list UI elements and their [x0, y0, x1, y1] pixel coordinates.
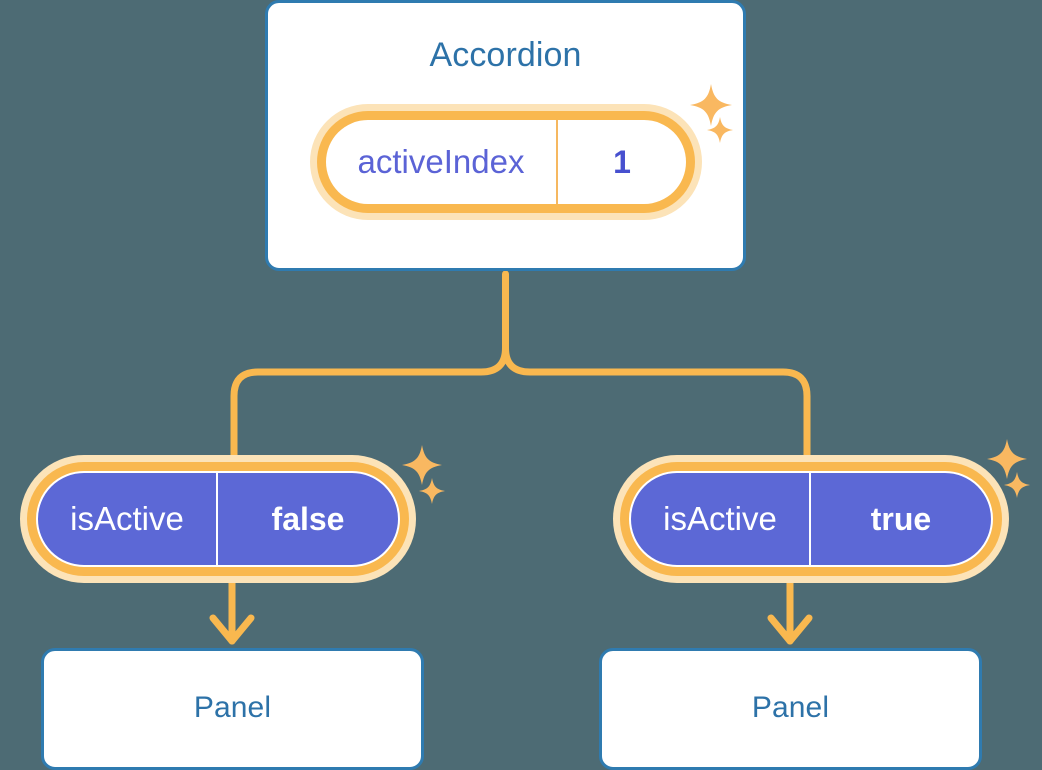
- panel-title: Panel: [193, 691, 272, 724]
- state-key-label: activeIndex: [326, 120, 558, 204]
- state-pill-activeindex[interactable]: activeIndex 1: [310, 104, 702, 220]
- sparkle-icon: [400, 443, 444, 487]
- component-card-panel-left[interactable]: Panel: [41, 648, 424, 770]
- state-pill-isactive-false[interactable]: isActive false: [20, 455, 416, 583]
- connector-branch-left: [230, 344, 509, 459]
- state-pill-isactive-true[interactable]: isActive true: [613, 455, 1009, 583]
- state-key-label: isActive: [631, 473, 811, 565]
- page-title: Accordion: [429, 36, 582, 74]
- sparkle-small-icon: [418, 477, 446, 505]
- state-value-label: false: [271, 500, 345, 537]
- pill-body: isActive false: [36, 471, 400, 567]
- state-value-label: true: [870, 500, 932, 537]
- pill-body: activeIndex 1: [326, 120, 686, 204]
- pill-body: isActive true: [629, 471, 993, 567]
- sparkle-small-icon: [1003, 471, 1031, 499]
- connector-branch-right: [502, 344, 811, 459]
- state-value-label: 1: [613, 143, 631, 180]
- state-key-label: isActive: [38, 473, 218, 565]
- panel-title: Panel: [751, 691, 830, 724]
- arrow-down-icon-right: [767, 614, 813, 645]
- component-card-panel-right[interactable]: Panel: [599, 648, 982, 770]
- arrow-down-icon-left: [209, 614, 255, 645]
